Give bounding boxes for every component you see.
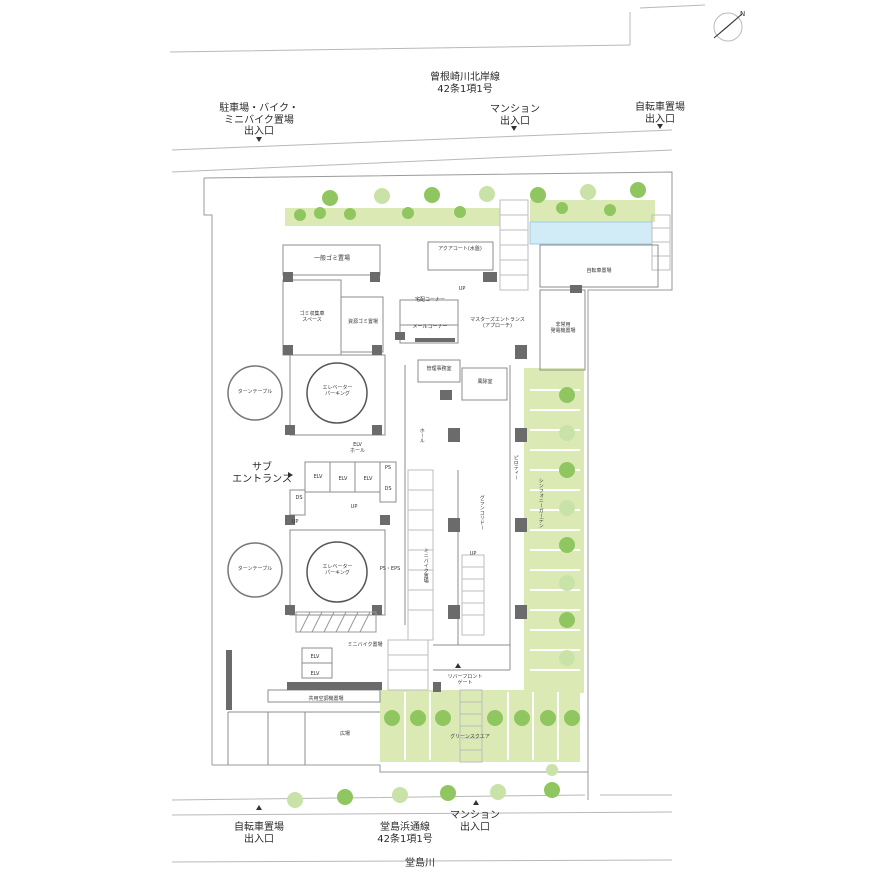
room-turntable-2: ターンテーブル — [237, 566, 273, 572]
ds-label-2: DS — [384, 486, 392, 492]
road-lines — [169, 4, 706, 863]
aqua-pool — [529, 221, 653, 245]
mansion-entrance-top: マンション 出入口 — [490, 104, 540, 127]
trees — [287, 182, 646, 808]
room-general-garbage: 一般ゴミ置場 — [313, 255, 350, 262]
north-road-name: 曾根崎川北岸線 — [430, 72, 500, 83]
room-hall: ホール — [418, 428, 425, 443]
mansion-entrance-bottom: マンション 出入口 — [450, 810, 500, 833]
ps-label: PS — [384, 465, 392, 471]
room-shared-ac: 共用空調機置場 — [308, 696, 344, 702]
bicycle-entrance-bottom: 自転車置場 出入口 — [234, 822, 284, 845]
north-arrow-icon: N — [713, 10, 745, 42]
up-label-4: UP — [469, 551, 477, 557]
room-bicycle-parking: 自転車置場 — [586, 268, 612, 274]
room-masters-entrance: マスターズエントランス (アプローチ) — [470, 317, 525, 329]
up-label-2: UP — [350, 504, 358, 510]
elv-e: ELV — [310, 671, 320, 677]
room-delivery-corner: 宅配コーナー — [414, 297, 445, 303]
stairs — [387, 199, 671, 763]
room-mini-bike: ミニバイク置場 — [347, 642, 383, 648]
entrance-arrow-icon — [256, 124, 663, 810]
room-ps-eps: PS・EPS — [379, 566, 401, 572]
room-plaza: 広場 — [339, 731, 350, 737]
north-road-code: 42条1項1号 — [437, 84, 493, 95]
room-mail-corner: メールコーナー — [412, 324, 448, 330]
sub-entrance: サブ エントランス — [232, 462, 292, 485]
room-windbreak: 風除室 — [477, 379, 493, 385]
room-resource-garbage: 資源ゴミ置場 — [347, 319, 378, 325]
room-emergency-generator: 非常用 発電機置場 — [550, 322, 576, 334]
up-label-1: UP — [458, 286, 466, 292]
south-road-code: 42条1項1号 — [377, 834, 433, 845]
room-elv-hall: ELV ホール — [349, 442, 365, 454]
room-green-square: グリーンスクエア — [450, 734, 490, 740]
river-name: 堂島川 — [405, 858, 435, 869]
room-turntable-1: ターンテーブル — [237, 389, 273, 395]
room-elevator-parking-2: エレベーター パーキング — [322, 564, 353, 576]
room-elevator-parking-1: エレベーター パーキング — [322, 385, 353, 397]
site-boundary — [203, 171, 673, 800]
ds-label-1: DS — [295, 495, 303, 501]
building-walls — [227, 241, 659, 765]
room-garbage-truck: ゴミ収集車 スペース — [299, 311, 325, 323]
parking-entrance-top: 駐車場・バイク・ ミニバイク置場 出入口 — [219, 103, 299, 137]
room-grand-corridor: グランコリドー — [478, 495, 485, 530]
svg-text:N: N — [740, 10, 745, 18]
bicycle-entrance-top: 自転車置場 出入口 — [635, 102, 685, 125]
up-label-3: UP — [291, 519, 299, 525]
room-management-office: 管理事務室 — [426, 366, 452, 372]
room-river-front-gate: リバーフロント ゲート — [447, 674, 483, 686]
room-symphony-garden: シンフォニーガーデン — [537, 478, 544, 528]
elv-d: ELV — [310, 654, 320, 660]
room-aqua-court: アクアコート(水盤) — [438, 246, 482, 252]
room-piloti: ピロティー — [512, 455, 519, 480]
elv-c: ELV — [363, 476, 373, 482]
turntables — [227, 362, 368, 603]
room-mini-bike-vertical: ミニバイク置場 — [422, 548, 429, 583]
hatch-area — [295, 611, 377, 633]
elv-b: ELV — [338, 476, 348, 482]
south-road-name: 堂島浜通線 — [380, 822, 430, 833]
structural-walls — [226, 272, 582, 710]
elv-a: ELV — [313, 474, 323, 480]
